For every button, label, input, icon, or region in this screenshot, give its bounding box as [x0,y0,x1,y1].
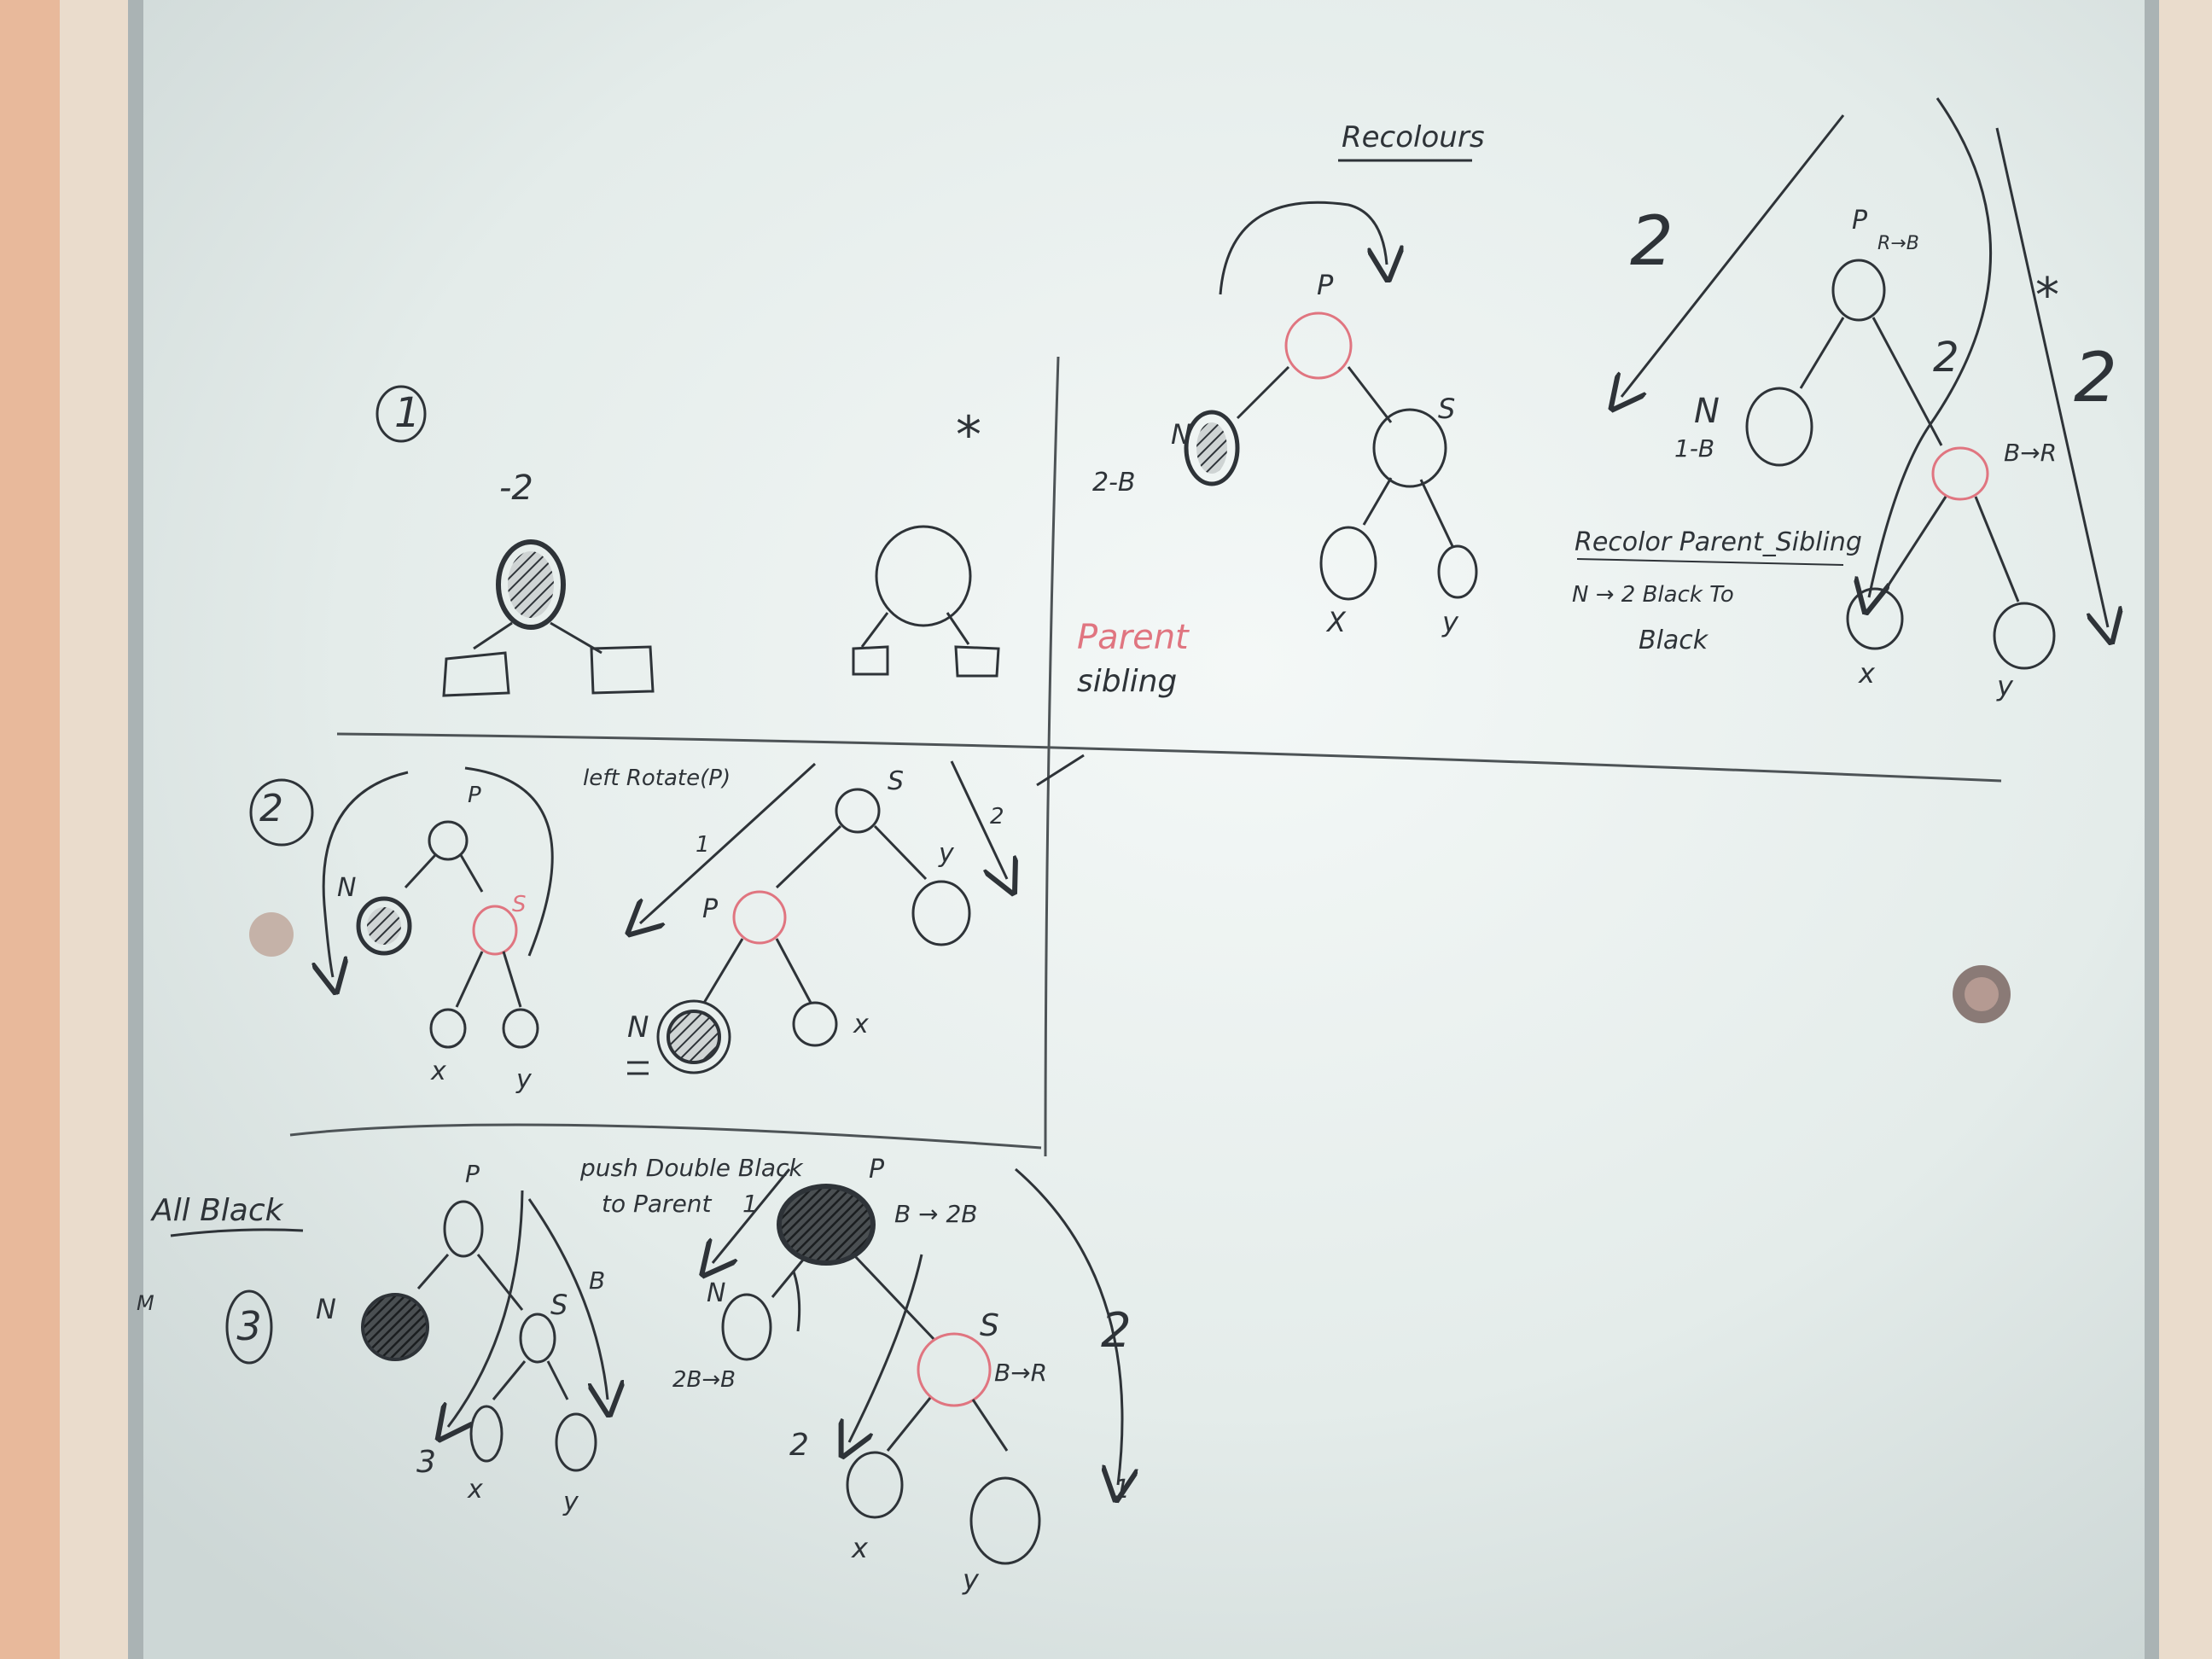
result-sibling-change: B→R [2004,439,2057,467]
rotate-label: left Rotate(P) [583,765,731,791]
case-3-x-label: x [467,1475,483,1505]
case-2-result-y-label: y [938,839,955,869]
result-parent-label: P [1852,206,1868,236]
case-2-parent-label: P [468,783,481,808]
recolour-n-label: N [1171,418,1191,451]
case-2-result-x-label: x [853,1010,869,1039]
divider-vertical [1044,356,1060,1157]
case-3-result-parent-change: B → 2B [894,1200,978,1228]
case-2-x-label: x [430,1057,446,1086]
result-parent-change: R→B [1877,233,1919,254]
case-2-n-label: N [337,873,356,903]
case-3-result-arrow-2a: 2 [789,1428,809,1463]
push-arrow-1: 1 [742,1190,758,1218]
recolour-arrow-2-mid: 2 [1933,334,1959,381]
result-n-change: 1-B [1674,434,1714,463]
case-3-side-mark: M [137,1291,154,1315]
recolour-arrow-2-left: 2 [1630,201,1674,281]
case-3-result-x-label: x [851,1532,869,1564]
case-2-number: 2 [259,787,283,830]
result-x-label: x [1858,657,1876,690]
wall-left-edge [0,0,60,1659]
case-2-tree [249,766,554,1049]
case-1-number: 1 [394,389,421,437]
case-3-result-arrow-2b: 2 [1101,1303,1132,1359]
whiteboard-surface [143,0,2145,1659]
case-3-result-y-label: y [962,1563,980,1596]
recolour-tree [1184,201,1478,601]
case-3-y-label: y [562,1487,579,1517]
push-line-1: push Double Black [579,1154,804,1182]
divider-horizontal-bottom [289,1123,1042,1150]
result-y-label: y [1996,670,2014,702]
case-3-tree [225,1190,608,1472]
case-3-result-parent-label: P [869,1155,885,1185]
caption-parent: Parent [1077,618,1190,657]
case-2-result-top-label: S [888,766,904,796]
note-line-1: Recolor Parent_Sibling [1575,527,1862,557]
recolour-star: * [2035,268,2059,323]
case-1-value: -2 [499,469,533,508]
case-2-y-label: y [515,1065,533,1095]
note-line-2: N → 2 Black To [1572,582,1734,608]
recolour-parent-label: P [1317,269,1334,301]
case-1 [375,385,1000,697]
result-n-label: N [1694,392,1720,431]
divider-horizontal-top [336,732,2002,783]
recolour-y-label: y [1441,606,1459,638]
case-2-result-parent-label: P [702,894,719,924]
case-3-result-n-label: N [707,1278,725,1308]
note-line-3: Black [1639,626,1709,655]
push-line-2: to Parent [602,1190,713,1218]
case-3-n-label: N [316,1293,336,1325]
recolour-sibling-label: S [1438,393,1455,425]
recolour-2b-label: 2-B [1092,468,1136,498]
case-3-result-arrow-1: 1 [1114,1475,1130,1505]
case-3-title: All Black [150,1193,285,1228]
case-3-number: 3 [236,1303,261,1349]
recolour-arrow-2-right: 2 [2074,338,2117,417]
caption-sibling: sibling [1077,664,1177,699]
magnet-left [249,912,294,957]
case-3-sibling-label: S [550,1289,568,1321]
recolour-result-tree [1621,97,2108,670]
case-2-result-n-label: N [627,1010,649,1045]
case-3-arrow-3: 3 [416,1445,436,1480]
case-3-result-sibling-change: B→R [994,1359,1047,1387]
case-2-arrow-2: 2 [990,804,1004,830]
case-3-result-sibling-label: S [980,1308,999,1343]
case-1-star: * [956,405,981,465]
case-2-result-tree [627,754,1085,1075]
case-3-result-n-change: 2B→B [672,1367,736,1393]
recolour-title: Recolours [1342,120,1485,154]
case-3-result-tree [713,1167,1122,1565]
case-2-sibling-label: S [512,892,527,917]
case-3-arrow-b: B [589,1266,605,1295]
recolour-x-label: X [1325,606,1347,638]
case-3-parent-label: P [465,1160,480,1188]
case-2-arrow-1: 1 [696,832,710,858]
